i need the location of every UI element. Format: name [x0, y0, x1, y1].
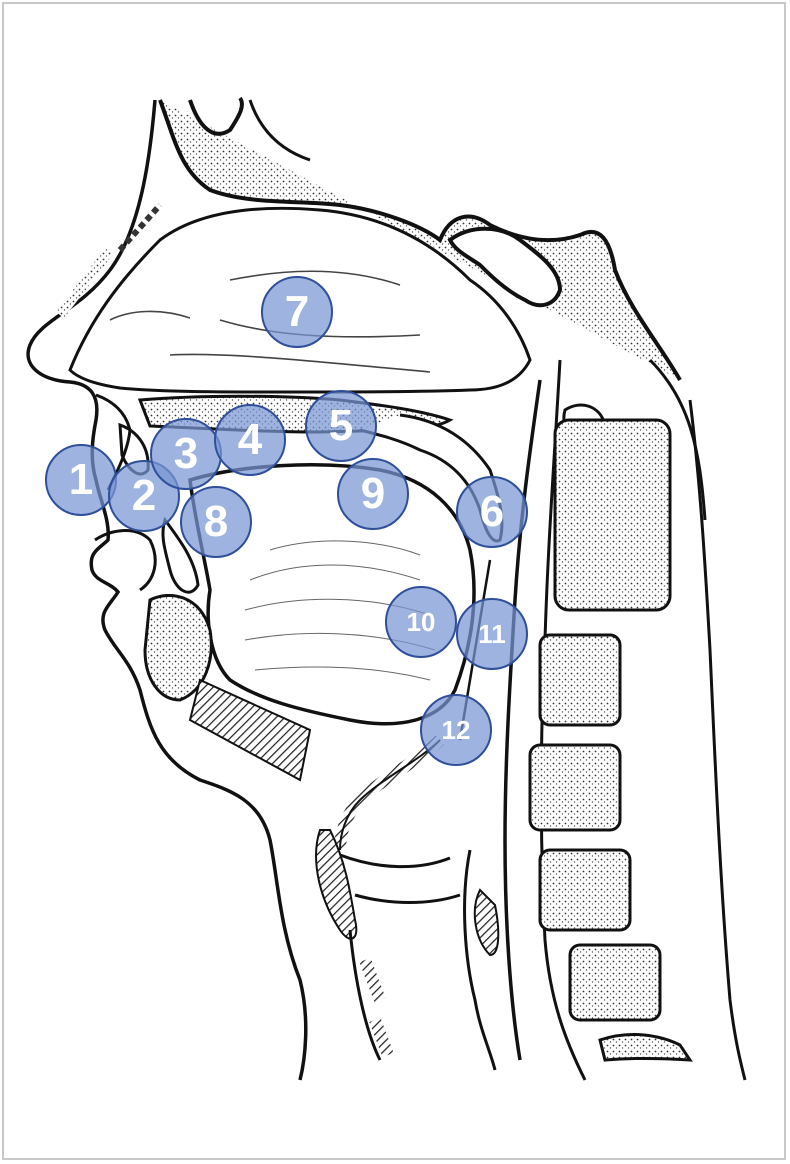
marker-2-label: 2 [132, 474, 156, 518]
vertebra-c4 [530, 745, 620, 830]
marker-10: 10 [385, 586, 457, 658]
marker-3: 3 [150, 418, 222, 490]
marker-5: 5 [305, 390, 377, 462]
trachea-rings [365, 960, 388, 1055]
vertebra-c7 [600, 1035, 690, 1060]
arytenoid [475, 890, 498, 955]
marker-1-label: 1 [69, 458, 93, 502]
vertebra-c3 [540, 635, 620, 725]
marker-5-label: 5 [329, 404, 353, 448]
spine-outline-back [690, 400, 745, 1080]
marker-11-label: 11 [478, 619, 506, 649]
nasal-turbinate-3 [170, 354, 430, 372]
nasal-turbinate-4 [110, 311, 190, 320]
marker-12: 12 [420, 694, 492, 766]
marker-4: 4 [214, 404, 286, 476]
marker-7-label: 7 [285, 290, 309, 334]
marker-12-label: 12 [442, 715, 471, 745]
vertebra-c6 [570, 945, 660, 1020]
marker-1: 1 [45, 444, 117, 516]
marker-8: 8 [180, 486, 252, 558]
marker-3-label: 3 [174, 432, 198, 476]
vocal-folds [340, 855, 450, 867]
epiglottis [340, 740, 440, 850]
marker-6: 6 [456, 476, 528, 548]
vertebra-c2 [555, 420, 670, 610]
marker-11: 11 [456, 598, 528, 670]
marker-8-label: 8 [204, 500, 228, 544]
marker-9-label: 9 [361, 472, 385, 516]
marker-6-label: 6 [480, 490, 504, 534]
thyroid-cartilage [316, 830, 356, 939]
marker-4-label: 4 [238, 418, 262, 462]
vertebra-c5 [540, 850, 630, 930]
nasal-cartilage [60, 250, 110, 315]
frontal-bone-back [250, 100, 310, 160]
marker-10-label: 10 [407, 607, 436, 637]
marker-7: 7 [261, 276, 333, 348]
marker-9: 9 [337, 458, 409, 530]
